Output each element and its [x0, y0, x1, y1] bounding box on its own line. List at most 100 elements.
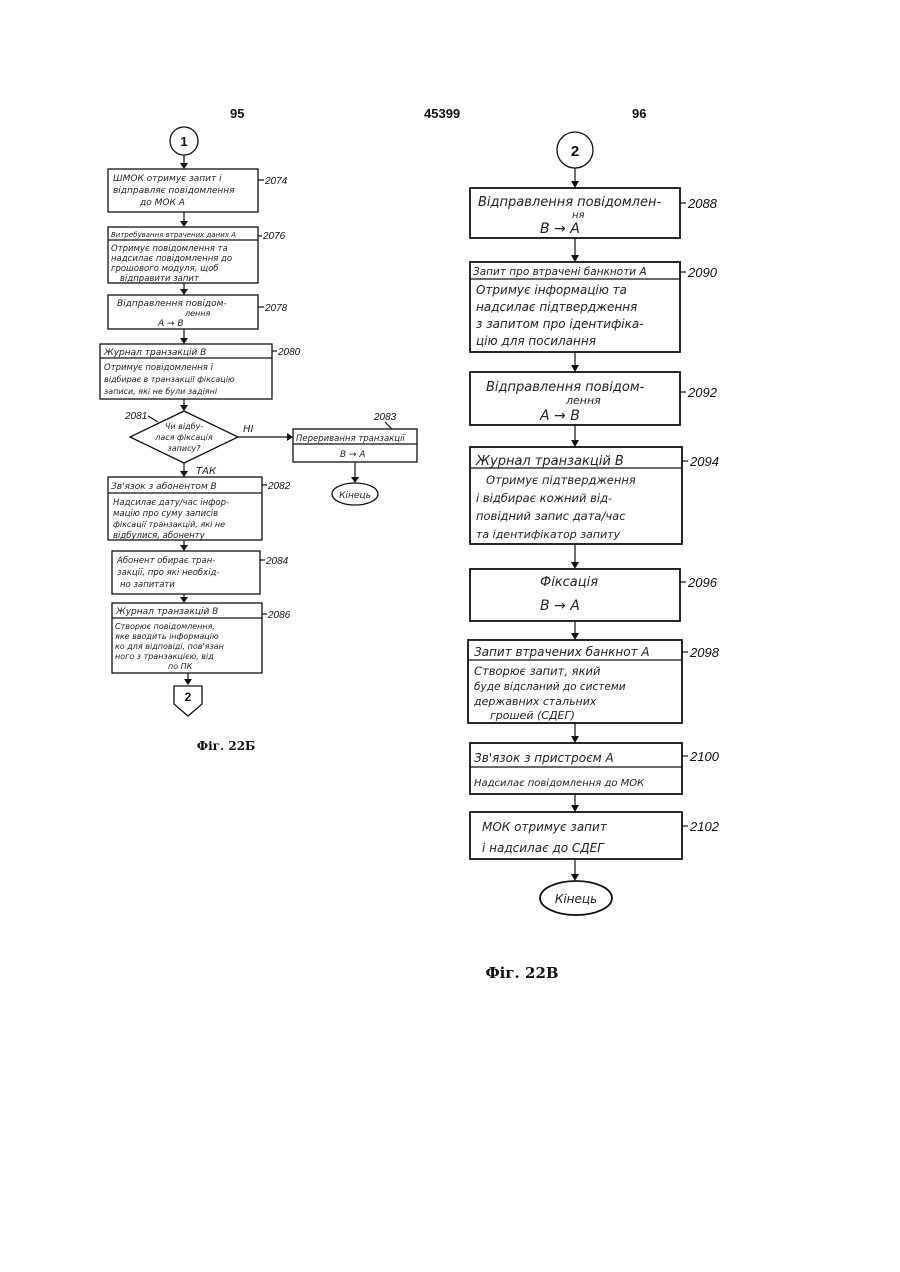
step-text: буде відсланий до системи [474, 681, 626, 693]
step-text: яке вводить інформацію [115, 632, 219, 641]
ref-number: 2086 [267, 610, 291, 621]
right-step-2094: Журнал транзакцій В Отримує підтвердженн… [470, 447, 719, 544]
right-step-2102: МОК отримує запит і надсилає до СДЕГ 210… [470, 812, 720, 859]
step-text: ня [572, 210, 585, 221]
connector-label: 2 [571, 143, 579, 160]
right-step-2100: Зв'язок з пристроєм А Надсилає повідомле… [470, 743, 720, 794]
step-title: Запит втрачених банкнот А [474, 645, 650, 659]
right-end-terminal: Кінець [540, 881, 612, 915]
connector-label: 2 [185, 690, 192, 704]
right-step-2088: Відправлення повідомлен- ня В → А 2088 [470, 188, 718, 238]
end-label: Кінець [555, 892, 597, 906]
step-text: відбулися, абоненту [113, 531, 206, 541]
step-title: Витребування втрачених даних А [111, 231, 236, 239]
step-text: мацію про суму записів [113, 509, 218, 519]
ref-number: 2102 [689, 819, 720, 834]
step-text: В → А [540, 221, 580, 237]
step-text: записи, які не були задіяні [104, 387, 218, 396]
left-start-connector: 1 [170, 127, 198, 155]
right-step-2098: Запит втрачених банкнот А Створює запит,… [468, 640, 720, 723]
step-title: Журнал транзакцій В [475, 454, 624, 469]
left-decision-2081: Чи відбу- лася фіксація запису? 2081 НІ … [124, 411, 254, 477]
step-title: Журнал транзакцій В [103, 348, 206, 358]
step-text: лення [184, 309, 210, 318]
ref-number: 2084 [265, 556, 289, 567]
step-text: лення [565, 394, 601, 407]
decision-text: запису? [168, 444, 202, 453]
step-text: по ПК [168, 662, 193, 671]
end-label: Кінець [339, 491, 371, 501]
step-text: грошей (СДЕГ) [490, 709, 575, 722]
ref-number: 2098 [689, 645, 720, 660]
step-text: повідний запис дата/час [476, 509, 626, 523]
step-text: Надсилає повідомлення до МОК [474, 777, 645, 789]
step-text: Отримує інформацію та [476, 283, 627, 297]
step-text: Відправлення повідомлен- [478, 195, 661, 210]
step-text: Отримує повідомлення і [104, 363, 214, 373]
ref-number: 2088 [687, 196, 718, 211]
step-text: з запитом про ідентифіка- [476, 317, 644, 331]
ref-number: 2096 [687, 575, 718, 590]
left-step-2084: Абонент обирає тран- закції, про які нео… [112, 551, 289, 594]
left-step-2074: ШМОК отримує запит і відправляє повідомл… [108, 169, 288, 212]
step-text: відправляє повідомлення [113, 186, 235, 196]
step-text: А → В [539, 408, 580, 424]
step-text: ко для відповіді, пов'язан [115, 642, 224, 651]
left-step-2083: Переривання транзакції В → А 2083 [293, 412, 417, 462]
step-text: Відправлення повідом- [117, 299, 227, 309]
step-text: цію для посилання [476, 334, 596, 348]
step-text: Отримує повідомлення та [111, 244, 228, 254]
step-text: ШМОК отримує запит і [113, 174, 222, 184]
step-text: грошового модуля, щоб [111, 264, 219, 274]
ref-number: 2076 [262, 231, 286, 242]
step-title: Зв'язок з абонентом В [111, 482, 217, 492]
step-text: А → В [157, 319, 184, 329]
step-text: державних стальних [473, 695, 597, 708]
ref-number: 2082 [267, 481, 291, 492]
step-text: відправити запит [120, 274, 200, 284]
step-text: і відбирає кожний від- [476, 491, 612, 505]
right-step-2090: Запит про втрачені банкноти А Отримує ін… [470, 262, 718, 352]
step-text: но запитати [120, 580, 175, 590]
step-text: Отримує підтвердження [486, 473, 636, 487]
step-text: Надсилає дату/час інфор- [113, 498, 229, 508]
step-text: закції, про які необхід- [117, 568, 220, 578]
decision-text: лася фіксація [154, 433, 213, 442]
step-text: надсилає підтвердження [476, 300, 637, 314]
right-step-2096: Фіксація В → А 2096 [470, 569, 718, 621]
step-text: МОК отримує запит [482, 820, 608, 834]
connector-label: 1 [180, 134, 187, 149]
step-text: і надсилає до СДЕГ [482, 841, 605, 855]
figure-caption-left: Фіг. 22Б [197, 739, 256, 753]
step-text: надсилає повідомлення до [111, 254, 232, 264]
ref-number: 2083 [373, 412, 397, 423]
decision-text: Чи відбу- [165, 422, 203, 431]
step-text: В → А [540, 598, 580, 614]
step-text: Абонент обирає тран- [116, 556, 215, 566]
ref-number: 2081 [124, 411, 147, 422]
yes-label: ТАК [196, 466, 217, 477]
ref-number: 2074 [264, 176, 288, 187]
step-text: ного з транзакцією, від [115, 652, 214, 661]
step-text: та ідентифікатор запиту [476, 528, 621, 541]
step-text: відбирає в транзакції фіксацію [104, 375, 235, 384]
step-text: Створює запит, який [474, 664, 601, 678]
step-title: Переривання транзакції [296, 434, 406, 444]
step-text: фіксації транзакцій, які не [113, 520, 225, 529]
step-text: Відправлення повідом- [486, 380, 645, 395]
left-step-2082: Зв'язок з абонентом В Надсилає дату/час … [108, 477, 291, 541]
left-step-2076: Витребування втрачених даних А Отримує п… [108, 227, 286, 284]
ref-number: 2092 [687, 385, 718, 400]
step-text: Фіксація [540, 575, 598, 590]
left-end-terminal: Кінець [332, 483, 378, 505]
ref-number: 2080 [277, 347, 301, 358]
step-title: Зв'язок з пристроєм А [474, 751, 614, 765]
step-title: Журнал транзакцій В [115, 607, 218, 617]
step-text: В → А [340, 450, 366, 460]
left-step-2080: Журнал транзакцій В Отримує повідомлення… [100, 344, 301, 399]
left-step-2086: Журнал транзакцій В Створює повідомлення… [112, 603, 291, 673]
ref-number: 2100 [689, 749, 720, 764]
step-title: Запит про втрачені банкноти А [473, 266, 647, 278]
right-step-2092: Відправлення повідом- лення А → В 2092 [470, 372, 718, 425]
